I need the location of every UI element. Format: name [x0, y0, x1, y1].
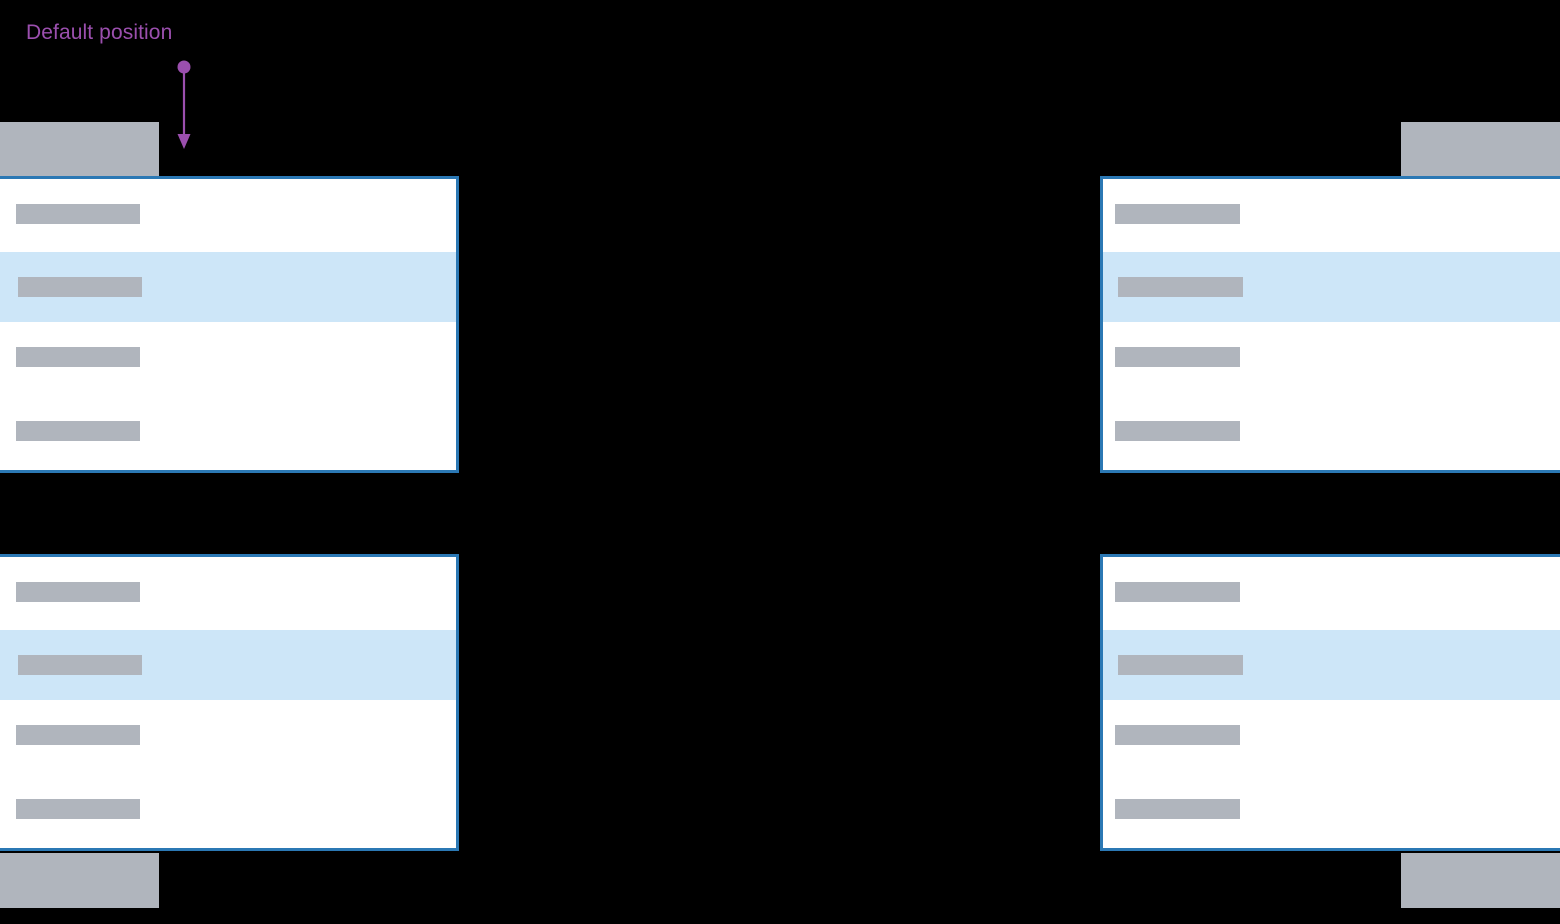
default-position-arrow-icon [170, 58, 200, 154]
list-item[interactable] [1103, 179, 1560, 252]
tab-button-bottom-left[interactable] [0, 853, 159, 908]
list-item[interactable] [0, 322, 456, 396]
list-item-placeholder [18, 655, 142, 675]
list-item[interactable] [1103, 774, 1560, 848]
list-item[interactable] [0, 179, 456, 252]
list-item-placeholder [16, 582, 140, 602]
list-item-placeholder [1118, 277, 1243, 297]
dropdown-panel-bottom-right [1100, 554, 1560, 851]
list-item-placeholder [1115, 725, 1240, 745]
list-item-placeholder [16, 799, 140, 819]
dropdown-panel-top-left [0, 176, 459, 473]
list-item-placeholder [1115, 799, 1240, 819]
dropdown-panel-bottom-left [0, 554, 459, 851]
list-item-selected[interactable] [0, 252, 456, 322]
list-item[interactable] [0, 396, 456, 470]
list-item-placeholder [16, 725, 140, 745]
list-item[interactable] [1103, 322, 1560, 396]
list-item[interactable] [1103, 396, 1560, 470]
list-item[interactable] [1103, 557, 1560, 630]
list-item-placeholder [18, 277, 142, 297]
list-item-placeholder [16, 421, 140, 441]
list-item[interactable] [0, 557, 456, 630]
list-item-placeholder [16, 204, 140, 224]
list-item-selected[interactable] [1103, 630, 1560, 700]
list-item-placeholder [1115, 347, 1240, 367]
list-item-selected[interactable] [0, 630, 456, 700]
list-item-placeholder [1115, 582, 1240, 602]
default-position-label: Default position [26, 21, 173, 44]
list-item-selected[interactable] [1103, 252, 1560, 322]
dropdown-panel-top-right [1100, 176, 1560, 473]
tab-button-top-right[interactable] [1401, 122, 1560, 176]
list-item[interactable] [0, 774, 456, 848]
list-item-placeholder [16, 347, 140, 367]
tab-button-top-left[interactable] [0, 122, 159, 176]
list-item[interactable] [0, 700, 456, 774]
list-item[interactable] [1103, 700, 1560, 774]
list-item-placeholder [1118, 655, 1243, 675]
tab-button-bottom-right[interactable] [1401, 853, 1560, 908]
list-item-placeholder [1115, 204, 1240, 224]
list-item-placeholder [1115, 421, 1240, 441]
